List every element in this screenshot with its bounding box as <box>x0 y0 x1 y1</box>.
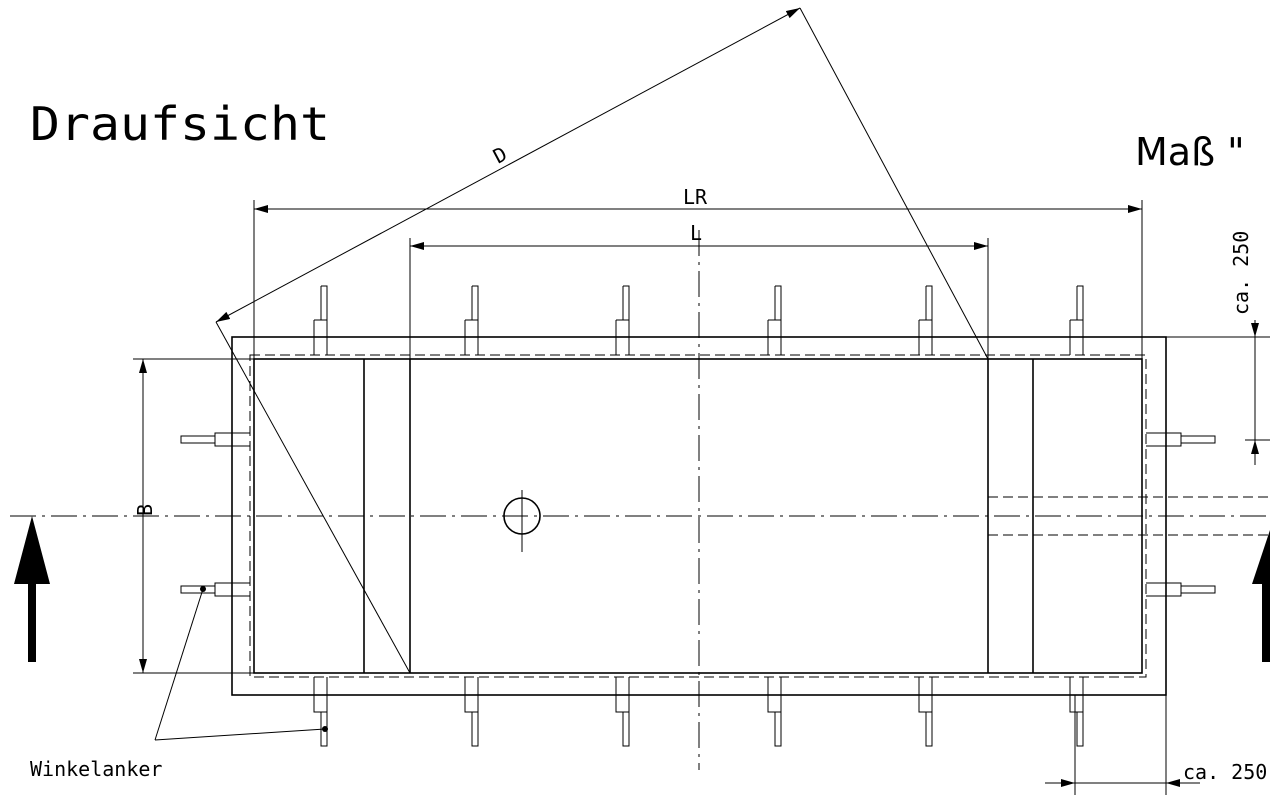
anchors-right <box>1146 432 1216 597</box>
anchors-left <box>180 432 250 597</box>
side-title: Maß " <box>1135 130 1245 174</box>
section-arrow-right <box>1252 530 1270 662</box>
dim-d-label: D <box>489 142 511 169</box>
anchors-bottom <box>313 677 1084 747</box>
dim-d-ext-left <box>215 321 411 674</box>
dim-d-ext-right <box>799 7 989 360</box>
dim-b-label: B <box>133 504 157 516</box>
winkelanker-label: Winkelanker <box>30 757 162 781</box>
dim-ca250-v-label: ca. 250 <box>1229 231 1253 315</box>
anchors-top <box>313 285 1084 355</box>
dim-d-line <box>215 7 801 323</box>
dim-l-label: L <box>690 221 702 245</box>
winkelanker-callout <box>154 586 328 741</box>
section-arrow-left <box>14 516 50 662</box>
dim-ca250-h-label: ca. 250 <box>1183 760 1267 784</box>
view-title: Draufsicht <box>30 97 330 151</box>
dim-lr-label: LR <box>683 185 708 209</box>
